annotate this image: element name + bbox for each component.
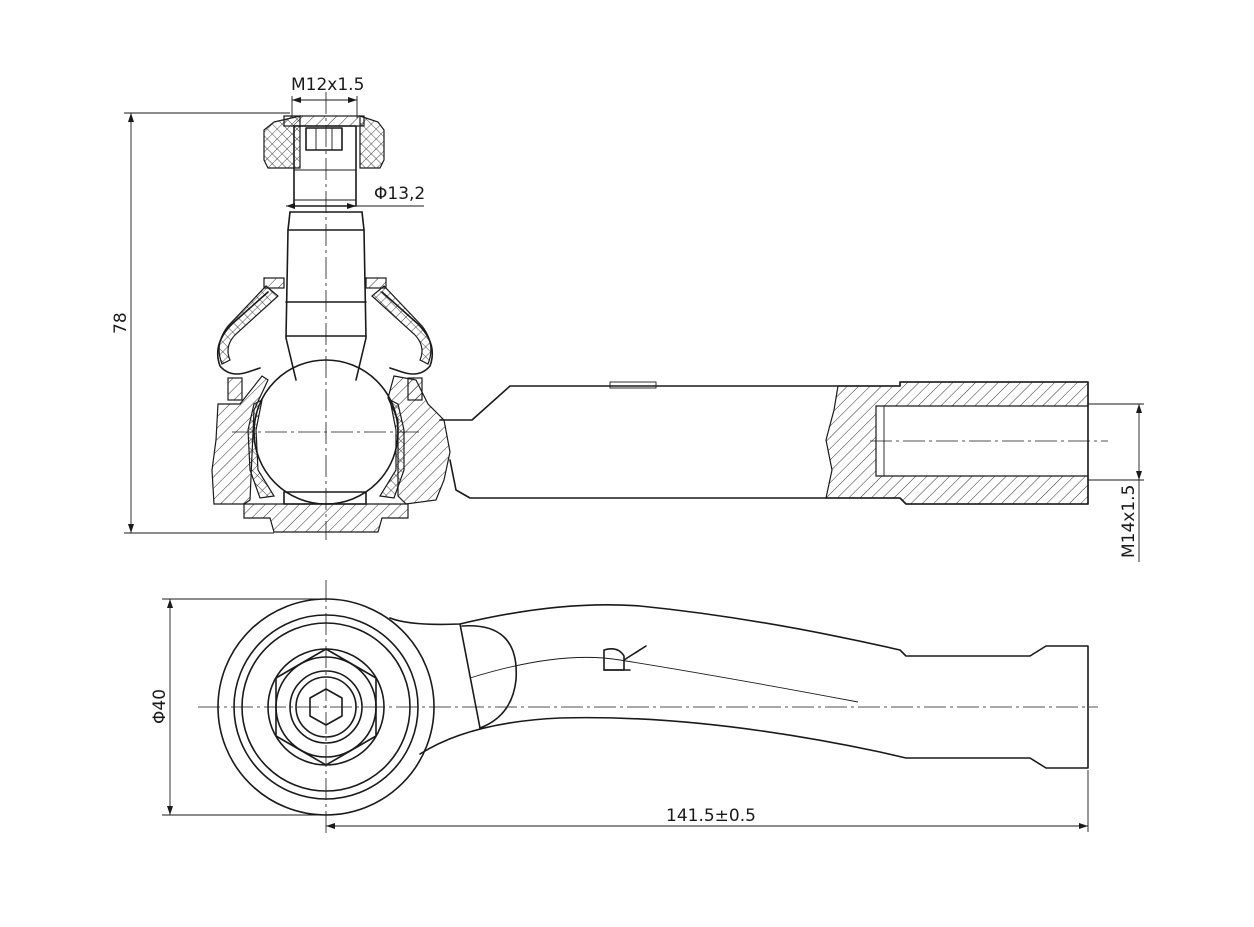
nut-washer (283, 115, 365, 127)
castle-nut-right (359, 115, 385, 169)
overall-height-label: 78 (111, 312, 131, 334)
stud-thread (293, 125, 357, 207)
top-dimensions (124, 96, 1144, 562)
overall-length-label: 141.5±0.5 (666, 806, 756, 826)
arm-plan-outline (389, 604, 1089, 769)
tapered-stud (285, 211, 367, 381)
stud-diameter-label: Φ13,2 (374, 184, 425, 204)
marking-symbol (603, 645, 647, 671)
hex-socket (305, 127, 343, 151)
thread-end-label: M14x1.5 (1119, 485, 1139, 558)
eye-diameter-label: Φ40 (150, 689, 170, 724)
section-view (211, 92, 1108, 540)
plan-view (198, 580, 1098, 834)
thread-stud-label: M12x1.5 (291, 75, 364, 95)
thread-end-section (825, 381, 1089, 505)
bottom-plug (243, 503, 409, 533)
plan-dimensions (162, 598, 1089, 832)
